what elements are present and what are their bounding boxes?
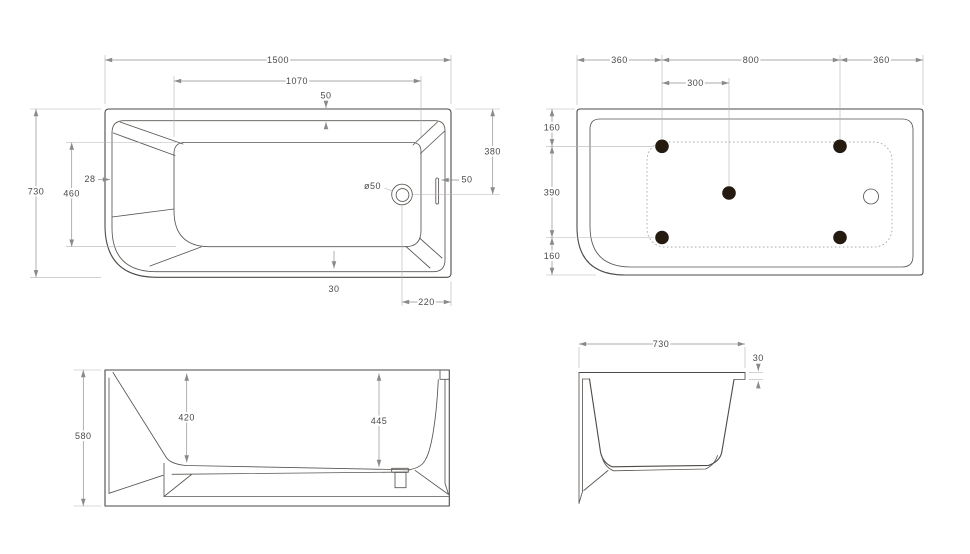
tub-base-outline xyxy=(589,118,914,268)
dim-plan-drain-from-top: 380 xyxy=(484,146,501,156)
tub-shell-profile xyxy=(588,378,735,468)
dim-plan-inner-length: 1070 xyxy=(286,76,308,86)
dim-mount-margin-top: 160 xyxy=(544,122,561,132)
corner-slope-line xyxy=(412,121,438,146)
support-diagonal xyxy=(414,469,449,495)
tub-rim-inner-outline xyxy=(111,120,446,273)
corner-slope-line xyxy=(112,132,176,156)
drain-hole-outer xyxy=(391,183,413,206)
corner-slope-line xyxy=(419,237,443,259)
floor-thickness-line xyxy=(171,471,409,475)
interior-left-slope xyxy=(112,372,187,466)
dim-front-depth-right: 445 xyxy=(371,416,388,426)
rim-lip-edge xyxy=(439,369,450,380)
dim-mount-margin-bottom: 160 xyxy=(544,251,561,261)
dim-mount-span-left: 360 xyxy=(611,55,628,65)
drain-hole-inner xyxy=(395,188,410,202)
front-outer-outline xyxy=(104,369,450,507)
dim-front-depth-left: 420 xyxy=(178,412,195,422)
right-skirt-inner xyxy=(444,379,449,495)
dim-front-height: 580 xyxy=(75,431,92,441)
label-drain-diameter: ø50 xyxy=(364,181,381,191)
dim-plan-drain-to-right: 220 xyxy=(418,297,435,307)
view-mounting-bottom: 360 800 360 300 160 390 160 xyxy=(542,53,924,276)
corner-slope-line xyxy=(111,208,175,218)
dim-plan-width: 730 xyxy=(28,186,45,196)
drain-hole xyxy=(863,188,879,205)
mounting-point-dot xyxy=(833,230,847,245)
corner-slope-line xyxy=(405,246,431,269)
corner-slope-line xyxy=(119,121,184,145)
support-diagonal xyxy=(163,474,192,497)
dim-mount-span-right: 360 xyxy=(873,55,890,65)
support-diagonal xyxy=(108,474,164,494)
dim-mount-span-middle: 390 xyxy=(544,187,561,197)
dim-plan-inner-width: 460 xyxy=(63,188,80,198)
skirt-bottom-cap xyxy=(578,491,583,504)
mounting-point-dot xyxy=(655,230,669,245)
mounting-point-dot xyxy=(655,139,669,154)
mounting-point-dot xyxy=(833,139,847,154)
view-plan-top: 1500 1070 50 380 50 ø50 730 460 28 30 22… xyxy=(26,53,503,309)
dim-plan-rim-bottom: 30 xyxy=(328,284,339,294)
dim-plan-overflow-gap: 50 xyxy=(461,174,472,184)
drain-waste-body xyxy=(394,471,407,489)
leader-line xyxy=(384,187,393,192)
view-front-section: 580 420 445 xyxy=(73,369,450,507)
dim-mount-hole-offset: 300 xyxy=(687,78,704,88)
corner-slope-line xyxy=(149,246,202,267)
corner-slope-line xyxy=(420,130,446,154)
basin-floor-outline xyxy=(173,142,422,248)
shell-inner-line xyxy=(601,455,718,472)
drain-waste-flange xyxy=(391,467,409,473)
support-diagonal xyxy=(583,470,609,491)
dim-plan-rim-top: 50 xyxy=(320,90,331,100)
dim-plan-rim-left: 28 xyxy=(84,174,95,184)
dim-plan-length: 1500 xyxy=(267,55,289,65)
mounting-point-dot xyxy=(722,186,736,200)
mounting-frame-dashed xyxy=(646,141,893,248)
rim-flange-right xyxy=(733,372,746,380)
dim-side-rim-lip: 30 xyxy=(753,353,764,363)
tub-outer-outline xyxy=(104,108,452,278)
dim-mount-span-center: 800 xyxy=(743,55,760,65)
basin-floor-line xyxy=(185,465,411,471)
view-side-section: 730 30 xyxy=(578,337,765,504)
interior-right-wall xyxy=(408,379,439,471)
overflow-slot xyxy=(435,177,440,205)
dim-side-width: 730 xyxy=(653,339,670,349)
tub-outer-outline xyxy=(576,108,924,276)
